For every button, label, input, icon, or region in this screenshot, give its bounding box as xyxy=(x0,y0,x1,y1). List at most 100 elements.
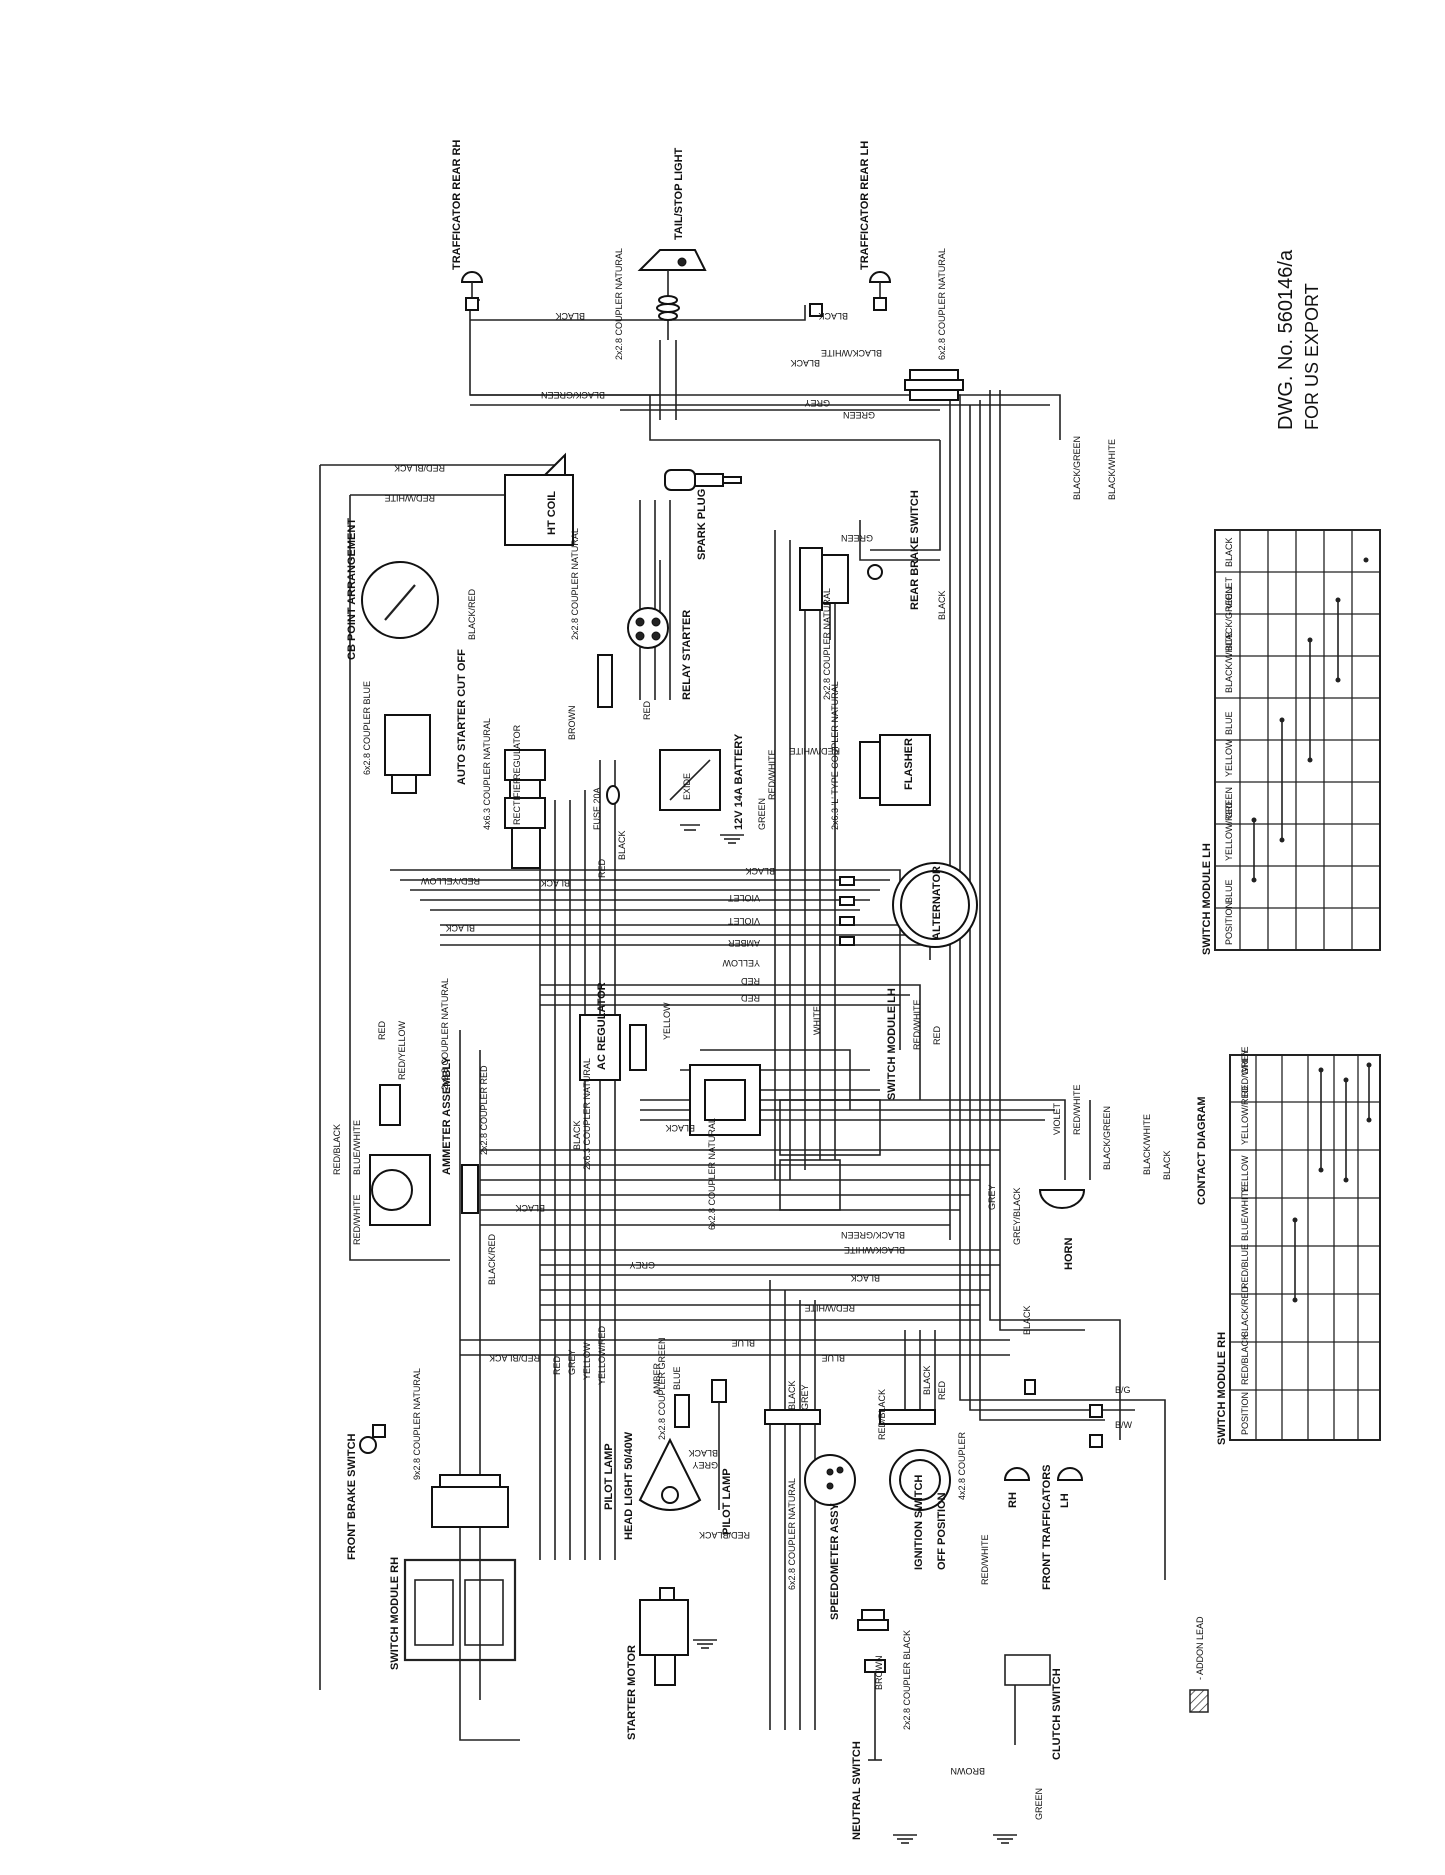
trafficator-rear-lh-label: TRAFFICATOR REAR LH xyxy=(859,141,871,270)
wire-black-white-horn: BLACK/WHITE xyxy=(1142,1114,1152,1175)
battery-label: 12V 14A BATTERY xyxy=(733,733,745,830)
switch-module-lh-table: SWITCH MODULE LH POSITION BLUE YELLOW/RE… xyxy=(1201,529,1381,955)
lh-table-title: SWITCH MODULE LH xyxy=(1201,843,1213,955)
wire-red-white-h: RED/WHITE xyxy=(805,1303,856,1313)
wire-grey-horn: GREY xyxy=(987,1184,997,1210)
wire-black-brake: BLACK xyxy=(937,590,947,620)
wire-grey-black: GREY/BLACK xyxy=(1012,1187,1022,1245)
wire-violet-horn: VIOLET xyxy=(1052,1102,1062,1135)
wire-red-relay: RED xyxy=(642,700,652,720)
wire-red-yellow-top: RED/YELLOW xyxy=(420,876,480,886)
switch-module-rh-table: SWITCH MODULE RH POSITION RED/BLACK BLAC… xyxy=(1216,1047,1381,1445)
wire-bg: B/G xyxy=(1115,1385,1131,1395)
drawing-number: DWG. No. 560146/a xyxy=(1275,249,1297,430)
wire-red-black-bottom: RED/BLACK xyxy=(699,1530,750,1540)
speedometer-label: SPEEDOMETER ASSY xyxy=(829,1502,841,1620)
wire-red-1: RED xyxy=(740,976,760,986)
wire-red-yellow-amm: RED/YELLOW xyxy=(397,1020,407,1080)
ground-symbols xyxy=(693,834,1017,1844)
horn-label: HORN xyxy=(1063,1238,1075,1270)
wire-red-ign: RED xyxy=(937,1380,947,1400)
wire-amber-alt: AMBER xyxy=(727,938,760,948)
wire-green-battery: GREEN xyxy=(757,798,767,830)
horn: HORN xyxy=(1038,1189,1086,1270)
ht-coil-label: HT COIL xyxy=(546,491,558,535)
wire-brown-bottom: BROWN xyxy=(951,1766,986,1776)
trafficator-rear-lh: TRAFFICATOR REAR LH xyxy=(809,141,892,317)
wire-black-battery: BLACK xyxy=(617,830,627,860)
wire-red-black-h: RED/BLACK xyxy=(489,1353,540,1363)
coupler-switch-lh-label: 6x2.8 COUPLER NATURAL xyxy=(707,1118,717,1230)
wire-black-green-rear: BLACK/GREEN xyxy=(541,390,605,400)
wire-grey-h: GREY xyxy=(629,1260,655,1270)
wire-black-pilot: BLACK xyxy=(688,1448,718,1458)
wire-grey-pilot: GREY xyxy=(692,1460,718,1470)
battery-brand: EXIDE xyxy=(682,773,692,800)
wire-black-ign: BLACK xyxy=(922,1365,932,1395)
ignition-switch: IGNITION SWITCH OFF POSITION 4x2.8 COUPL… xyxy=(879,1409,967,1570)
coupler-rear-label: 6x2.8 COUPLER NATURAL xyxy=(937,248,947,360)
wire-black-green-right: BLACK/GREEN xyxy=(1072,436,1082,500)
wire-violet-1: VIOLET xyxy=(727,893,760,903)
wire-labels: BLACK BLACK BLACK/GREEN GREY GREEN BLACK… xyxy=(332,311,1172,1820)
wire-black-red-amm: BLACK/RED xyxy=(487,1233,497,1285)
ammeter: AMMETER ASSEMBLY 2x2.8 COUPLER RED 2x2.8… xyxy=(369,978,489,1226)
front-trafficators-label: FRONT TRAFFICATORS xyxy=(1041,1465,1053,1590)
coupler-relay-label: 2x2.8 COUPLER NATURAL xyxy=(570,528,580,640)
auto-starter-label: AUTO STARTER CUT OFF xyxy=(456,649,468,785)
rh-col-black-red: BLACK/RED xyxy=(1240,1285,1250,1337)
contact-diagram-title: CONTACT DIAGRAM xyxy=(1196,1096,1208,1205)
wire-red-black-coil: RED/BLACK xyxy=(394,463,445,473)
rh-col-red-blue: RED/BLUE xyxy=(1240,1244,1250,1289)
wire-black-red-cb: BLACK/RED xyxy=(467,588,477,640)
tail-stop-light-label: TAIL/STOP LIGHT xyxy=(673,147,685,240)
wire-red-grey-v: RED xyxy=(552,1355,562,1375)
pilot-lamp-1-label: PILOT LAMP xyxy=(603,1443,615,1510)
speedometer: 6x2.8 COUPLER NATURAL SPEEDOMETER ASSY xyxy=(764,1409,889,1631)
battery: EXIDE 12V 14A BATTERY FUSE 20A xyxy=(592,733,745,831)
coupler-ac-reg-label: 2x6.3 COUPLER NATURAL xyxy=(582,1058,592,1170)
wire-black-rear-2: BLACK xyxy=(790,358,820,368)
switch-module-lh: SWITCH MODULE LH 6x2.8 COUPLER NATURAL xyxy=(689,988,898,1230)
wire-yellow-v: YELLOW xyxy=(582,1342,592,1380)
wire-blue-h2: BLUE xyxy=(821,1353,845,1363)
pilot-lamp-2-label: PILOT LAMP xyxy=(721,1468,733,1535)
spark-plug-label: SPARK PLUG xyxy=(696,489,708,560)
alternator: ALTERNATOR xyxy=(839,862,978,948)
tail-stop-light: TAIL/STOP LIGHT 2x2.8 COUPLER NATURAL xyxy=(614,147,707,420)
cb-point: CB POINT ARRANGEMENT xyxy=(346,518,439,660)
title-block: DWG. No. 560146/a FOR US EXPORT xyxy=(1275,249,1322,430)
regulator-label: REGULATOR xyxy=(512,724,522,780)
lh-col-green: GREEN xyxy=(1224,787,1234,819)
wire-red-white-coil: RED/WHITE xyxy=(385,493,436,503)
head-light-label: HEAD LIGHT 50/40W xyxy=(623,1431,635,1540)
legend: - ADDON LEAD xyxy=(1189,1616,1209,1713)
coupler-auto-starter-label: 6x2.8 COUPLER BLUE xyxy=(362,681,372,775)
rh-col-red-white: RED/WHITE xyxy=(1240,1047,1250,1098)
clutch-switch: CLUTCH SWITCH xyxy=(1004,1654,1063,1760)
wire-green-rear: GREEN xyxy=(843,410,875,420)
front-brake-switch-label: FRONT BRAKE SWITCH xyxy=(346,1433,358,1560)
front-brake-switch: FRONT BRAKE SWITCH 9x2.8 COUPLER NATURAL xyxy=(346,1368,509,1560)
rh-col-grey: GREY xyxy=(1240,1049,1250,1075)
rh-col-position: POSITION xyxy=(1240,1392,1250,1435)
wire-amber-v: AMBER xyxy=(652,1362,662,1395)
starter-motor-label: STARTER MOTOR xyxy=(626,1645,638,1740)
coupler-speedo-label: 6x2.8 COUPLER NATURAL xyxy=(787,1478,797,1590)
wire-grey-rear: GREY xyxy=(804,398,830,408)
wire-red-2: RED xyxy=(740,993,760,1003)
relay-starter-label: RELAY STARTER xyxy=(681,610,693,700)
wire-black-white-right: BLACK/WHITE xyxy=(1107,439,1117,500)
wire-red-lh: RED xyxy=(932,1025,942,1045)
wire-bw: B/W xyxy=(1115,1420,1133,1430)
wire-black-mid: BLACK xyxy=(445,923,475,933)
wire-black-speedo: BLACK xyxy=(787,1380,797,1410)
lh-col-black: BLACK xyxy=(1224,537,1234,567)
lh-col-blue: BLUE xyxy=(1224,879,1234,903)
wire-black-alt: BLACK xyxy=(745,866,775,876)
regulator-rectifier: REGULATOR RECTIFIER 4x6.3 COUPLER NATURA… xyxy=(482,718,546,869)
wire-black-amm-h: BLACK xyxy=(515,1203,545,1213)
wire-brown-relay: BROWN xyxy=(567,706,577,741)
